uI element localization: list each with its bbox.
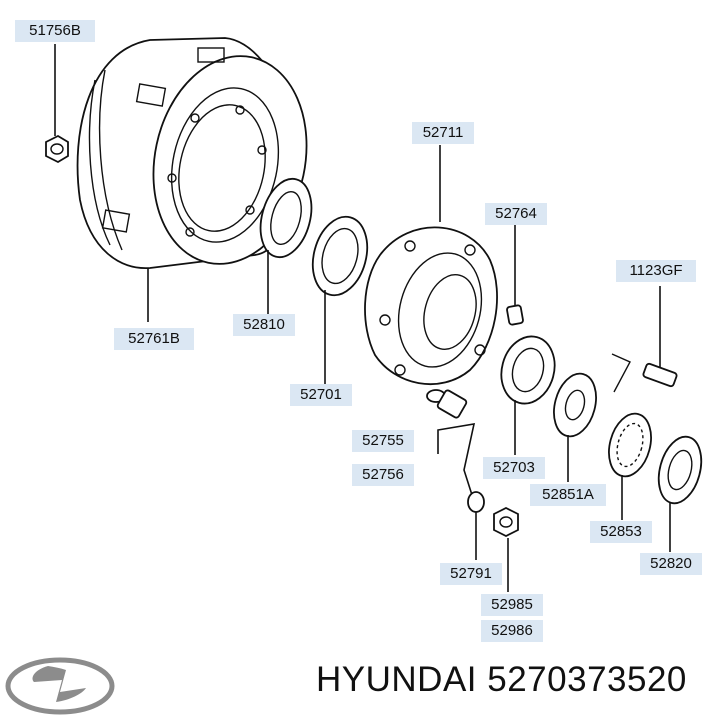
- part-label-52764: 52764: [485, 203, 547, 225]
- wheel-nut-part: [493, 506, 519, 538]
- inner-bearing-part: [500, 335, 556, 405]
- drum-nut-part: [45, 134, 69, 164]
- part-label-52711: 52711: [412, 122, 474, 144]
- backing-plate-part: [553, 372, 597, 438]
- part-label-52761b: 52761B: [114, 328, 194, 350]
- hyundai-logo-icon: [5, 657, 115, 715]
- washer-part: [467, 491, 485, 513]
- part-label-51756b: 51756B: [15, 20, 95, 42]
- part-label-52791: 52791: [440, 563, 502, 585]
- bolt-part: [642, 362, 678, 388]
- inner-seal-part: [657, 435, 703, 505]
- oil-seal-part: [259, 177, 313, 259]
- part-label-52985: 52985: [481, 594, 543, 616]
- part-label-1123gf: 1123GF: [616, 260, 696, 282]
- wheel-stud-part: [426, 389, 468, 419]
- outer-bearing-part: [311, 215, 369, 297]
- wheel-hub-part: [364, 226, 498, 386]
- part-label-52701: 52701: [290, 384, 352, 406]
- hub-pin-part: [506, 304, 524, 326]
- part-label-52820: 52820: [640, 553, 702, 575]
- tone-wheel-part: [608, 412, 652, 478]
- part-label-52755: 52755: [352, 430, 414, 452]
- part-label-52703: 52703: [483, 457, 545, 479]
- brand-part-number-caption: HYUNDAI 5270373520: [316, 660, 687, 699]
- part-label-52756: 52756: [352, 464, 414, 486]
- part-label-52986: 52986: [481, 620, 543, 642]
- part-label-52853: 52853: [590, 521, 652, 543]
- part-label-52810: 52810: [233, 314, 295, 336]
- part-label-52851a: 52851A: [530, 484, 606, 506]
